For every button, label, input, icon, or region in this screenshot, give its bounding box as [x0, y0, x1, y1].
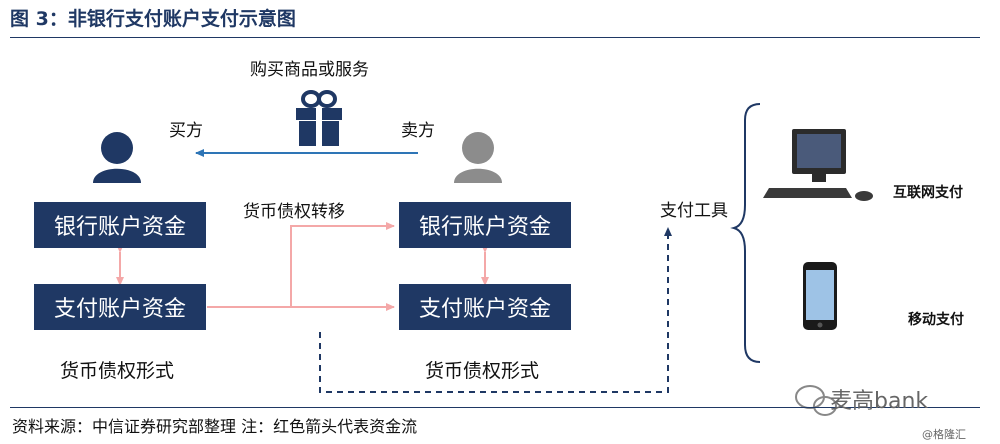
- right-debt-form-label: 货币债权形式: [425, 360, 540, 382]
- internet-payment-label: 互联网支付: [893, 185, 963, 201]
- source-note: 资料来源：中信证券研究部整理 注：红色箭头代表资金流: [12, 417, 418, 436]
- watermark-subtext: @格隆汇: [922, 428, 966, 441]
- seller-label: 卖方: [401, 121, 435, 141]
- gift-icon: [296, 90, 342, 146]
- desktop-computer-icon: [763, 129, 873, 201]
- payment-tools-brace: [730, 103, 761, 363]
- right-pay-account-box: 支付账户资金: [399, 284, 571, 330]
- debt-transfer-label: 货币债权转移: [243, 202, 345, 222]
- title-divider: [10, 37, 980, 38]
- footer-divider: [10, 407, 980, 408]
- seller-person-icon: [454, 132, 502, 183]
- left-debt-form-label: 货币债权形式: [60, 360, 175, 382]
- right-bank-account-box: 银行账户资金: [399, 202, 571, 248]
- left-bank-account-box: 银行账户资金: [34, 202, 206, 248]
- payment-tools-label: 支付工具: [660, 201, 728, 221]
- buyer-person-icon: [93, 132, 141, 183]
- money-flow-to-bank-account-arrow: [290, 222, 395, 307]
- wechat-watermark-icon: [795, 385, 837, 416]
- left-pay-account-box: 支付账户资金: [34, 284, 206, 330]
- buyer-label: 买方: [169, 121, 203, 141]
- mobile-payment-label: 移动支付: [908, 312, 964, 328]
- mobile-phone-icon: [803, 262, 837, 330]
- payment-tool-dashed-arrow: [319, 227, 672, 393]
- watermark-text: 麦高bank: [830, 389, 929, 414]
- goods-label: 购买商品或服务: [250, 60, 369, 80]
- figure-title: 图 3：非银行支付账户支付示意图: [10, 8, 296, 30]
